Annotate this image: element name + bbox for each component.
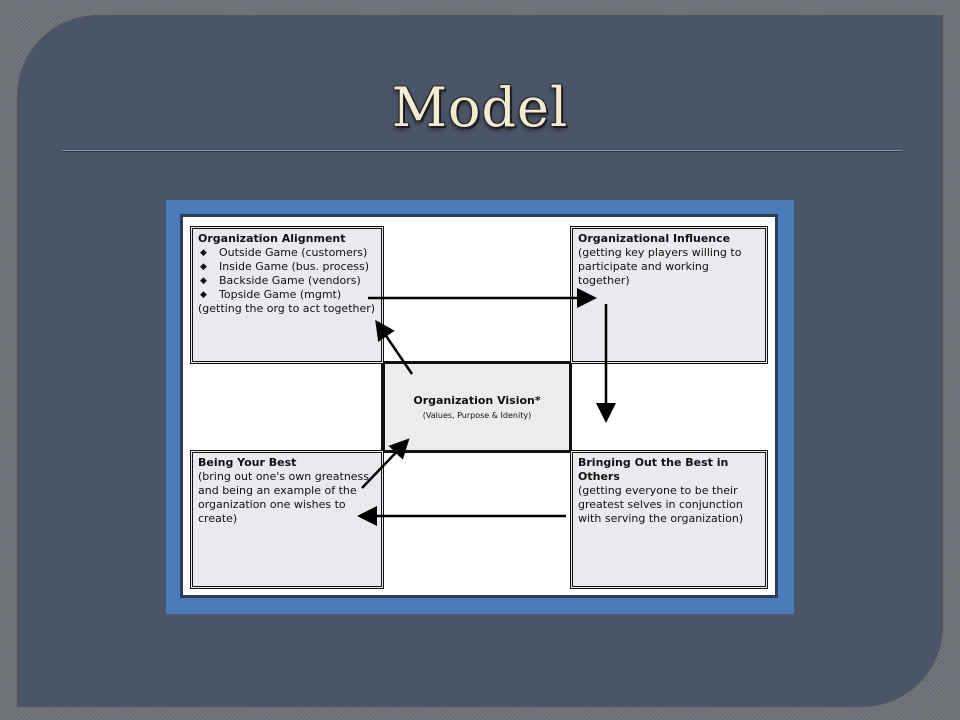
center-title: Organization Vision* <box>413 394 541 407</box>
box-bringing-out-the-best: Bringing Out the Best in Others (getting… <box>570 450 768 589</box>
box-organization-vision: Organization Vision* (Values, Purpose & … <box>383 362 571 452</box>
bullet-text: Backside Game (vendors) <box>219 274 361 287</box>
title-divider <box>62 150 902 151</box>
bullet-item: ◆ Inside Game (bus. process) <box>198 260 376 274</box>
bullet-text: Inside Game (bus. process) <box>219 260 370 273</box>
box-being-your-best: Being Your Best (bring out one's own gre… <box>190 450 384 589</box>
diamond-bullet-icon: ◆ <box>200 248 207 258</box>
center-subtitle: (Values, Purpose & Idenity) <box>422 411 532 420</box>
bullet-item: ◆ Topside Game (mgmt) <box>198 288 376 302</box>
box-organization-alignment: Organization Alignment ◆ Outside Game (cu… <box>190 226 384 364</box>
diamond-bullet-icon: ◆ <box>200 262 207 272</box>
bullet-item: ◆ Outside Game (customers) <box>198 246 376 260</box>
box-organizational-influence: Organizational Influence (getting key pl… <box>570 226 768 364</box>
box-title: Organizational Influence <box>578 232 731 245</box>
box-title: Organization Alignment <box>198 232 346 245</box>
slide-title: Model <box>391 76 569 139</box>
diamond-bullet-icon: ◆ <box>200 276 207 286</box>
box-body: (getting key players willing to particip… <box>578 246 742 287</box>
grid-line-left-middle <box>381 362 384 452</box>
box-title: Bringing Out the Best in Others <box>578 456 729 483</box>
box-note: (getting the org to act together) <box>198 302 376 315</box>
bullet-item: ◆ Backside Game (vendors) <box>198 274 376 288</box>
diamond-bullet-icon: ◆ <box>200 290 207 300</box>
bullet-text: Topside Game (mgmt) <box>219 288 342 301</box>
box-body: (bring out one's own greatness, and bein… <box>198 470 373 525</box>
bullet-list: ◆ Outside Game (customers) ◆ Inside Game (… <box>198 246 376 302</box>
bullet-text: Outside Game (customers) <box>219 246 368 259</box>
box-body: (getting everyone to be their greatest s… <box>578 484 744 525</box>
box-title: Being Your Best <box>198 456 297 469</box>
